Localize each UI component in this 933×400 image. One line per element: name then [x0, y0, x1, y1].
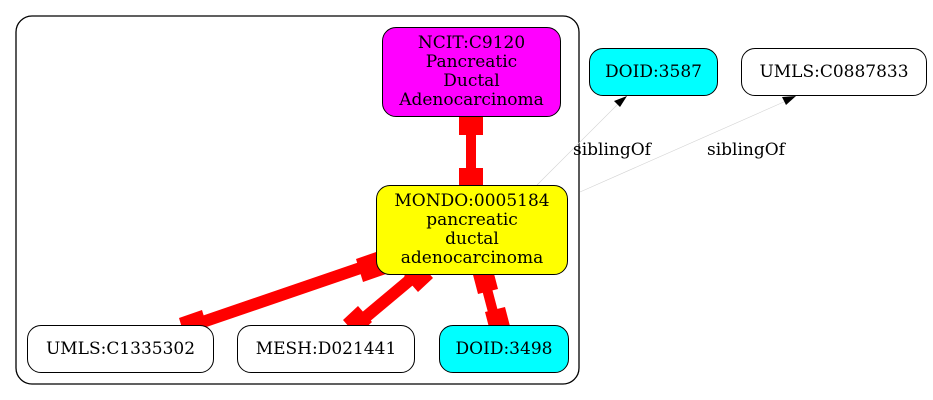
node-ncit-c9120[interactable]: NCIT:C9120 Pancreatic Ductal Adenocarcin…: [382, 27, 561, 117]
node-umls-c1335302[interactable]: UMLS:C1335302: [27, 325, 214, 373]
node-doid-3587[interactable]: DOID:3587: [589, 48, 718, 96]
cluster-boundary: [15, 15, 580, 385]
edge-label-sibling-umls-c0887833: siblingOf: [707, 140, 785, 160]
node-doid-3498[interactable]: DOID:3498: [439, 325, 569, 373]
edge-label-sibling-doid-3587: siblingOf: [573, 140, 651, 160]
edge-sibling-umls-c0887833-arrowhead: [782, 96, 796, 105]
edge-mondo-umls-c1335302: [186, 257, 377, 333]
node-umls-c0887833[interactable]: UMLS:C0887833: [741, 48, 927, 96]
edge-sibling-doid-3587: [536, 102, 620, 186]
node-mesh-d021441[interactable]: MESH:D021441: [237, 325, 415, 373]
node-mondo-0005184[interactable]: MONDO:0005184 pancreatic ductal adenocar…: [376, 185, 568, 275]
edge-sibling-doid-3587-arrowhead: [614, 96, 627, 107]
edge-sibling-umls-c0887833: [579, 100, 787, 193]
